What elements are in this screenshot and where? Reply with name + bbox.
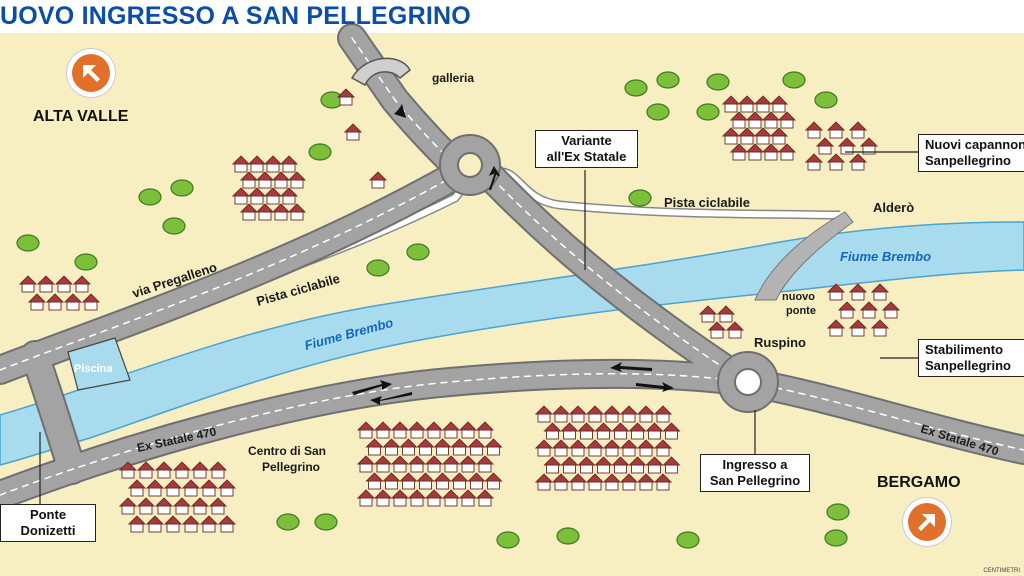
callout-ingresso: Ingresso a San Pellegrino <box>700 454 810 492</box>
trees <box>16 71 850 549</box>
label-centro-1: Centro di San <box>248 444 326 458</box>
roundabout-galleria <box>439 134 501 196</box>
arrow-up-right-icon <box>918 514 935 531</box>
callout-variante-line2: all'Ex Statale <box>546 149 627 164</box>
label-fiume-brembo-2: Fiume Brembo <box>840 249 931 264</box>
callout-ponte-line2: Donizetti <box>20 523 76 538</box>
callout-stabilimento: Stabilimento Sanpellegrino <box>918 339 1024 377</box>
traffic-arrows <box>352 88 674 405</box>
callout-variante-line1: Variante <box>561 133 612 148</box>
roundabout-ruspino <box>717 351 779 413</box>
label-piscina: Piscina <box>74 363 113 375</box>
label-centro-2: Pellegrino <box>262 460 320 474</box>
callout-capannoni-line1: Nuovi capannoni <box>925 137 1024 152</box>
callout-capannoni-line2: Sanpellegrino <box>925 153 1011 168</box>
callout-ponte-line1: Ponte <box>29 507 67 522</box>
direction-alta-valle: ALTA VALLE <box>33 108 129 125</box>
label-pista-ciclabile-2: Pista ciclabile <box>664 195 750 210</box>
callout-nuovi-capannoni: Nuovi capannoni Sanpellegrino <box>918 134 1024 172</box>
callout-stabilimento-line2: Sanpellegrino <box>925 358 1011 373</box>
callout-ponte-donizetti: Ponte Donizetti <box>0 504 96 542</box>
callout-stabilimento-line1: Stabilimento <box>925 342 1004 357</box>
label-ruspino: Ruspino <box>754 335 806 350</box>
direction-bergamo-badge <box>903 498 951 546</box>
callout-ingresso-line2: San Pellegrino <box>709 473 801 488</box>
direction-alta-valle-badge <box>67 49 115 97</box>
road-network <box>0 23 1024 510</box>
houses <box>18 88 901 533</box>
new-bridge <box>754 211 854 301</box>
label-ponte: ponte <box>786 305 816 317</box>
credit-text: CENTIMETRI <box>983 568 1020 574</box>
page-title: UOVO INGRESSO A SAN PELLEGRINO <box>0 2 471 30</box>
tunnel-portal-icon <box>350 57 411 87</box>
label-nuovo: nuovo <box>782 291 815 303</box>
direction-bergamo: BERGAMO <box>877 474 961 491</box>
arrow-up-left-icon <box>83 65 100 82</box>
callout-ingresso-line1: Ingresso a <box>722 457 788 472</box>
pool-piscina <box>67 337 131 391</box>
leader-lines <box>39 151 918 504</box>
callout-variante: Variante all'Ex Statale <box>535 130 638 168</box>
label-galleria: galleria <box>432 71 474 85</box>
label-aldero: Alderò <box>873 200 914 215</box>
